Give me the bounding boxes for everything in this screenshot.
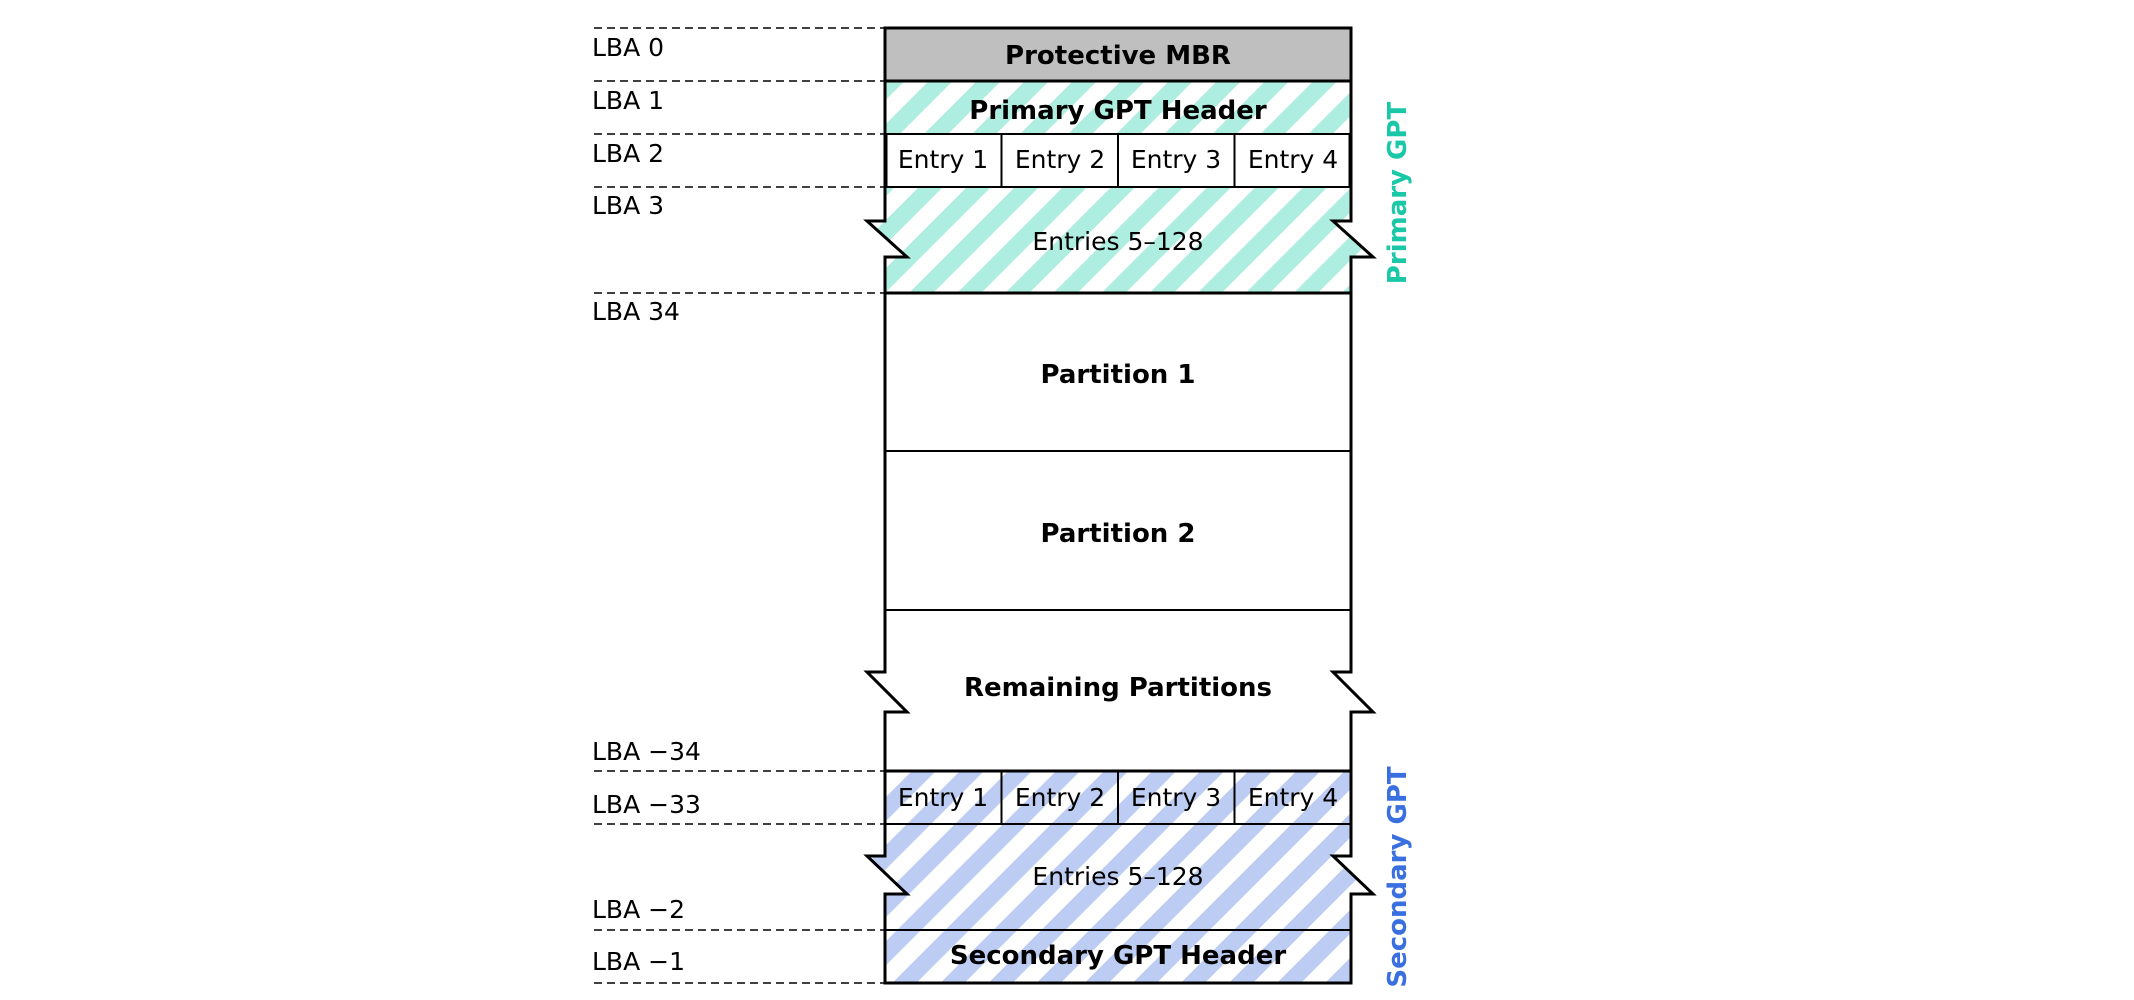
primary-entry-3: Entry 3 (1131, 145, 1221, 174)
partition-2-label: Partition 2 (1041, 519, 1196, 549)
lba-boundary-lines (594, 27, 885, 984)
lba-label-1: LBA 1 (592, 86, 664, 115)
primary-gpt-region: Primary GPT Header Entry 1 Entry 2 Entry… (863, 79, 1377, 295)
lba-label-0: LBA 0 (592, 33, 664, 62)
primary-entry-1: Entry 1 (898, 145, 988, 174)
secondary-entry-1: Entry 1 (898, 783, 988, 812)
lba-label-2: LBA 2 (592, 139, 664, 168)
secondary-entries-rest-label: Entries 5–128 (1032, 862, 1203, 891)
protective-mbr-label: Protective MBR (1005, 41, 1231, 71)
lba-label-m2: LBA −2 (592, 895, 685, 924)
lba-label-3: LBA 3 (592, 191, 664, 220)
secondary-entry-2: Entry 2 (1015, 783, 1105, 812)
secondary-gpt-header-label: Secondary GPT Header (950, 941, 1286, 971)
secondary-entry-3: Entry 3 (1131, 783, 1221, 812)
partition-1-label: Partition 1 (1041, 360, 1196, 390)
primary-entries-rest-label: Entries 5–128 (1032, 227, 1203, 256)
lba-label-m33: LBA −33 (592, 790, 701, 819)
primary-gpt-header-label: Primary GPT Header (969, 96, 1267, 126)
protective-mbr-block: Protective MBR (883, 26, 1353, 83)
primary-gpt-side-label: Primary GPT (1383, 102, 1413, 285)
remaining-partitions-label: Remaining Partitions (964, 673, 1272, 703)
lba-labels: LBA 0 LBA 1 LBA 2 LBA 3 LBA 34 LBA −34 L… (592, 33, 701, 976)
secondary-gpt-region: Entry 1 Entry 2 Entry 3 Entry 4 Entries … (863, 769, 1377, 985)
primary-entry-4: Entry 4 (1248, 145, 1338, 174)
partitions-region: Partition 1 Partition 2 Remaining Partit… (863, 291, 1377, 773)
primary-entry-2: Entry 2 (1015, 145, 1105, 174)
lba-label-m34: LBA −34 (592, 737, 701, 766)
lba-label-m1: LBA −1 (592, 947, 685, 976)
secondary-gpt-side-label: Secondary GPT (1383, 766, 1413, 988)
secondary-entry-4: Entry 4 (1248, 783, 1338, 812)
lba-label-34: LBA 34 (592, 297, 680, 326)
